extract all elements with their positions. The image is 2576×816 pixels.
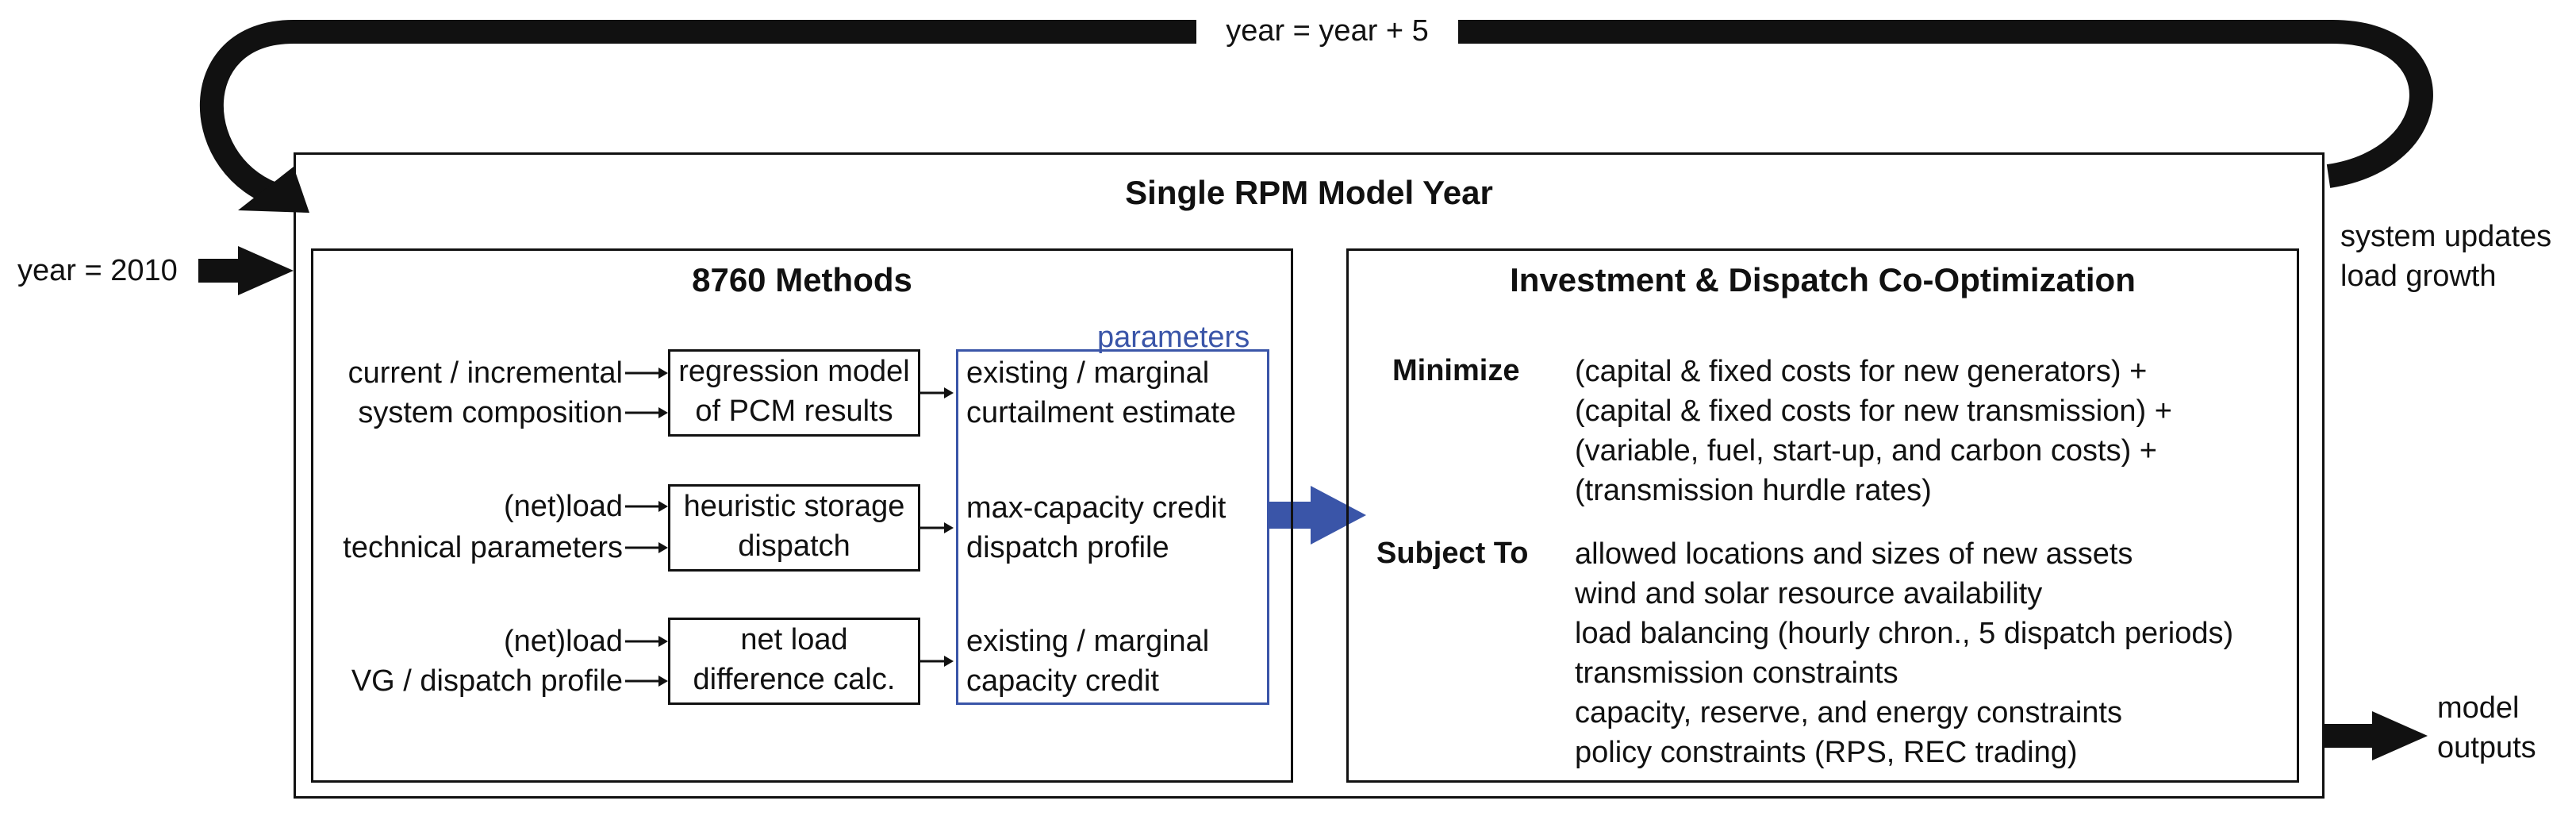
constraint-item: wind and solar resource availability	[1575, 577, 2043, 610]
row3-input-a: (net)load	[504, 625, 623, 658]
outputs-arrow	[2325, 711, 2428, 760]
rpm-model-year-box	[294, 152, 2325, 799]
optimization-title: Investment & Dispatch Co-Optimization	[1510, 261, 2136, 298]
loop-path-right	[1458, 20, 2433, 188]
rpm-title: Single RPM Model Year	[1125, 174, 1493, 211]
row3-process: net load difference calc.	[693, 623, 896, 696]
updates-label-line2: load growth	[2340, 260, 2497, 293]
row1-process-box	[668, 349, 920, 437]
row2-input-a: (net)load	[504, 490, 623, 523]
updates-label-line1: system updates	[2340, 220, 2552, 253]
row3-process-box	[668, 618, 920, 705]
methods-box	[311, 248, 1293, 783]
methods-title: 8760 Methods	[692, 261, 912, 298]
constraint-item: allowed locations and sizes of new asset…	[1575, 537, 2133, 571]
constraint-item: transmission constraints	[1575, 656, 1898, 690]
row2-input-b: technical parameters	[343, 531, 623, 564]
outputs-label-line2: outputs	[2437, 731, 2536, 764]
row2-process: heuristic storage dispatch	[683, 490, 905, 563]
start-label: year = 2010	[17, 254, 178, 287]
optimization-box	[1346, 248, 2299, 783]
row2-output: max-capacity credit dispatch profile	[966, 491, 1227, 564]
row3-output: existing / marginal capacity credit	[966, 625, 1210, 698]
parameters-label: parameters	[1097, 321, 1250, 354]
outputs-label-line1: model	[2437, 691, 2520, 725]
row2-process-box	[668, 484, 920, 572]
loop-label: year = year + 5	[1226, 14, 1429, 48]
start-arrow	[198, 246, 294, 295]
input-arrows	[625, 368, 668, 687]
constraint-item: load balancing (hourly chron., 5 dispatc…	[1575, 617, 2234, 650]
row1-input-b: system composition	[358, 396, 623, 429]
subject-to-label: Subject To	[1376, 537, 1529, 570]
row1-input-a: current / incremental	[347, 356, 623, 390]
row3-input-b: VG / dispatch profile	[351, 664, 623, 698]
row1-process: regression model of PCM results	[678, 355, 910, 428]
parameters-box	[956, 349, 1269, 705]
loop-arrowhead	[238, 167, 309, 213]
minimize-term: (capital & fixed costs for new transmiss…	[1575, 395, 2172, 428]
constraint-item: policy constraints (RPS, REC trading)	[1575, 736, 2078, 769]
minimize-label: Minimize	[1392, 354, 1520, 387]
process-arrows	[920, 387, 954, 667]
minimize-term: (capital & fixed costs for new generator…	[1575, 355, 2148, 388]
minimize-term: (variable, fuel, start-up, and carbon co…	[1575, 434, 2157, 468]
row1-output: existing / marginal curtailment estimate	[966, 356, 1237, 429]
minimize-term: (transmission hurdle rates)	[1575, 474, 1932, 507]
loop-path-left	[200, 20, 1196, 209]
constraint-item: capacity, reserve, and energy constraint…	[1575, 696, 2122, 729]
